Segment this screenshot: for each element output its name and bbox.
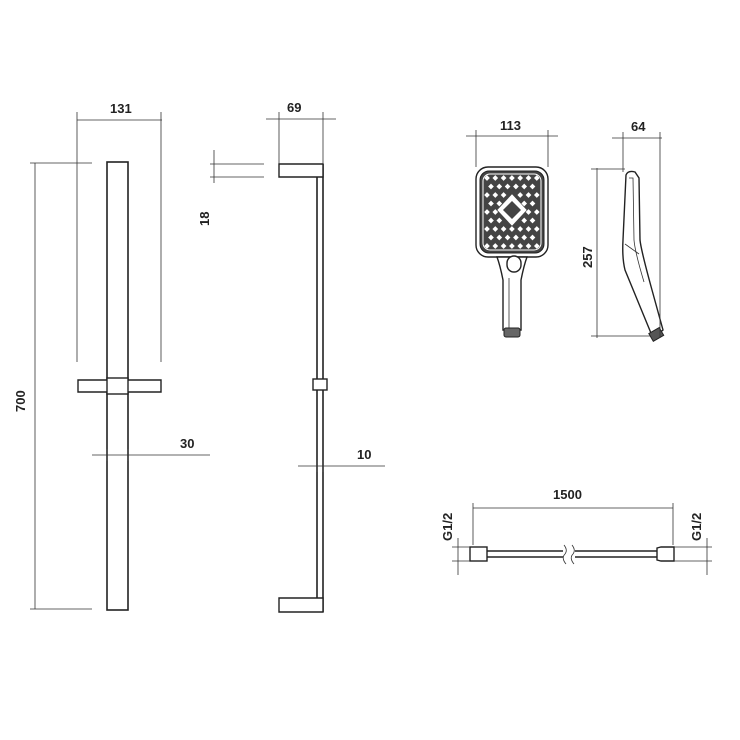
nozzle bbox=[525, 243, 532, 249]
nozzle bbox=[509, 243, 515, 249]
nozzle bbox=[509, 175, 515, 181]
nozzle bbox=[484, 226, 490, 232]
nozzle bbox=[513, 234, 519, 241]
nozzle bbox=[517, 192, 524, 198]
nozzle bbox=[533, 192, 540, 198]
handle-front bbox=[495, 256, 529, 331]
nozzle bbox=[517, 226, 524, 232]
nozzle bbox=[525, 226, 532, 232]
rail-tube-label: 30 bbox=[180, 436, 194, 451]
nozzle bbox=[533, 209, 540, 215]
right-thread-label: G1/2 bbox=[689, 513, 704, 541]
nozzle bbox=[496, 217, 503, 224]
rail-side-tube-label: 10 bbox=[357, 447, 371, 462]
hose-left-nut bbox=[469, 546, 488, 562]
nozzle bbox=[492, 243, 499, 249]
nozzle bbox=[492, 209, 499, 215]
nozzles bbox=[484, 175, 540, 249]
nozzle bbox=[492, 226, 499, 232]
nozzle bbox=[533, 243, 540, 249]
hose-left-segment bbox=[487, 550, 563, 558]
nozzle bbox=[529, 183, 536, 190]
nozzle bbox=[500, 175, 507, 181]
spray-button bbox=[506, 255, 522, 273]
nozzle bbox=[500, 243, 507, 249]
nozzle bbox=[521, 217, 528, 224]
hose-view: 1500 G1/2 G1/2 bbox=[440, 487, 712, 575]
nozzle bbox=[500, 226, 507, 232]
rail-width-label: 131 bbox=[110, 101, 132, 116]
rail-front-view: 131 700 30 bbox=[13, 101, 210, 611]
hose-break-right bbox=[570, 544, 575, 565]
hand-shower-side-view: 64 257 bbox=[580, 119, 665, 343]
bottom-bracket-side bbox=[278, 597, 324, 613]
nozzle bbox=[484, 243, 490, 249]
nozzle bbox=[525, 209, 532, 215]
hose-right-nut bbox=[656, 546, 675, 562]
nozzle bbox=[513, 183, 519, 190]
hose-right-segment bbox=[575, 550, 657, 558]
nozzle bbox=[496, 234, 503, 241]
nozzle bbox=[484, 175, 490, 181]
nozzle bbox=[525, 175, 532, 181]
rail-depth-label: 69 bbox=[287, 100, 301, 115]
handle-thread-front bbox=[503, 327, 521, 338]
hand-shower-front-view: 113 bbox=[466, 118, 558, 338]
nozzle bbox=[517, 175, 524, 181]
top-bracket-side bbox=[278, 163, 324, 178]
nozzle bbox=[529, 234, 536, 241]
rail-side-view: 69 18 10 bbox=[197, 100, 385, 613]
nozzle bbox=[496, 200, 503, 207]
center-diamond-inner bbox=[503, 201, 521, 219]
nozzle bbox=[521, 183, 528, 190]
nozzle bbox=[504, 183, 511, 190]
nozzle bbox=[496, 183, 503, 190]
head-width-label: 113 bbox=[500, 118, 521, 133]
slider-side bbox=[312, 378, 328, 391]
nozzle-grid bbox=[482, 173, 542, 251]
nozzle bbox=[500, 192, 507, 198]
nozzle bbox=[517, 243, 524, 249]
nozzle bbox=[521, 200, 528, 207]
nozzle bbox=[492, 192, 499, 198]
nozzle bbox=[488, 200, 494, 207]
shower-height-label: 257 bbox=[580, 246, 595, 268]
hose-length-label: 1500 bbox=[553, 487, 582, 502]
nozzle bbox=[529, 217, 536, 224]
nozzle bbox=[488, 217, 494, 224]
head-depth-label: 64 bbox=[631, 119, 646, 134]
nozzle bbox=[521, 234, 528, 241]
handle-side bbox=[622, 170, 664, 340]
nozzle bbox=[525, 192, 532, 198]
nozzle bbox=[533, 226, 540, 232]
nozzle bbox=[492, 175, 499, 181]
bracket-height-label: 18 bbox=[197, 212, 212, 226]
left-thread-label: G1/2 bbox=[440, 513, 455, 541]
nozzle bbox=[529, 200, 536, 207]
slider-body-front bbox=[106, 377, 129, 395]
nozzle bbox=[504, 234, 511, 241]
nozzle bbox=[484, 192, 490, 198]
nozzle bbox=[533, 175, 540, 181]
nozzle bbox=[488, 183, 494, 190]
rail-height-label: 700 bbox=[13, 390, 28, 412]
nozzle bbox=[509, 226, 515, 232]
nozzle bbox=[488, 234, 494, 241]
nozzle bbox=[484, 209, 490, 215]
hose-break-left bbox=[562, 544, 567, 565]
